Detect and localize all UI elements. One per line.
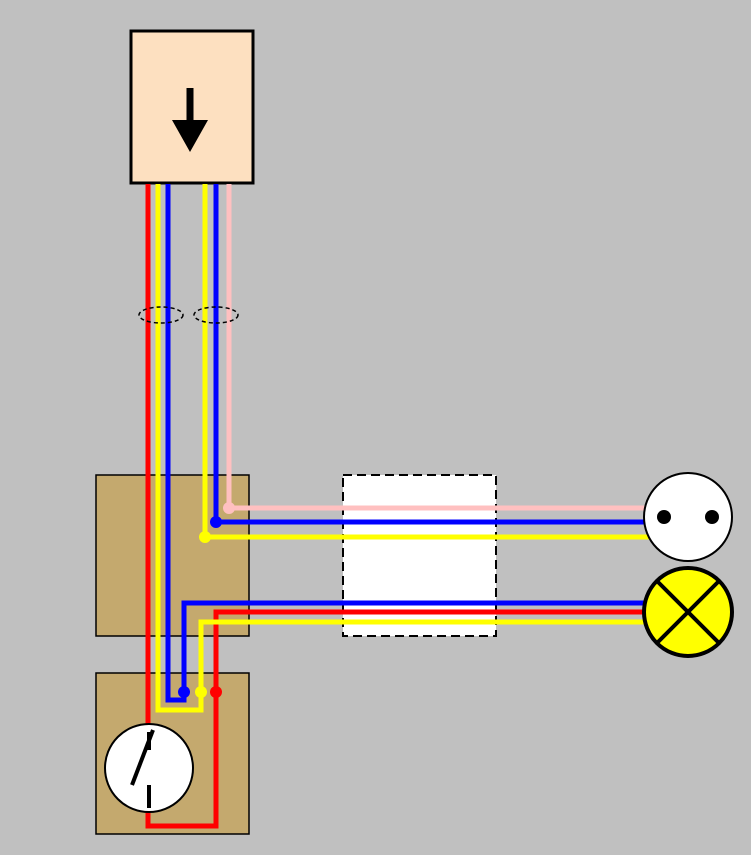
terminals	[178, 502, 235, 698]
terminal-yellow-switch	[195, 686, 207, 698]
wire-blue-lamp	[181, 600, 650, 692]
switch-icon	[104, 723, 194, 813]
wire-yellow-lamp	[198, 619, 650, 692]
terminal-pink	[223, 502, 235, 514]
junction-box	[95, 474, 250, 637]
wire-red-lamp	[213, 609, 650, 692]
supply-box	[129, 29, 255, 185]
wire-yellow-supply	[155, 184, 204, 713]
wire-red-supply	[145, 184, 219, 829]
terminal-yellow-junction	[199, 531, 211, 543]
terminal-blue-switch	[178, 686, 190, 698]
lamp-icon	[642, 566, 734, 658]
cable-sheath-icon	[138, 306, 239, 324]
terminal-red-switch	[210, 686, 222, 698]
down-arrow-icon	[172, 88, 208, 152]
wire-pink	[226, 184, 650, 511]
terminal-blue-junction	[210, 516, 222, 528]
wire-blue-socket	[213, 184, 650, 525]
socket-outlet-icon	[643, 472, 733, 562]
wall-gap	[342, 474, 497, 637]
